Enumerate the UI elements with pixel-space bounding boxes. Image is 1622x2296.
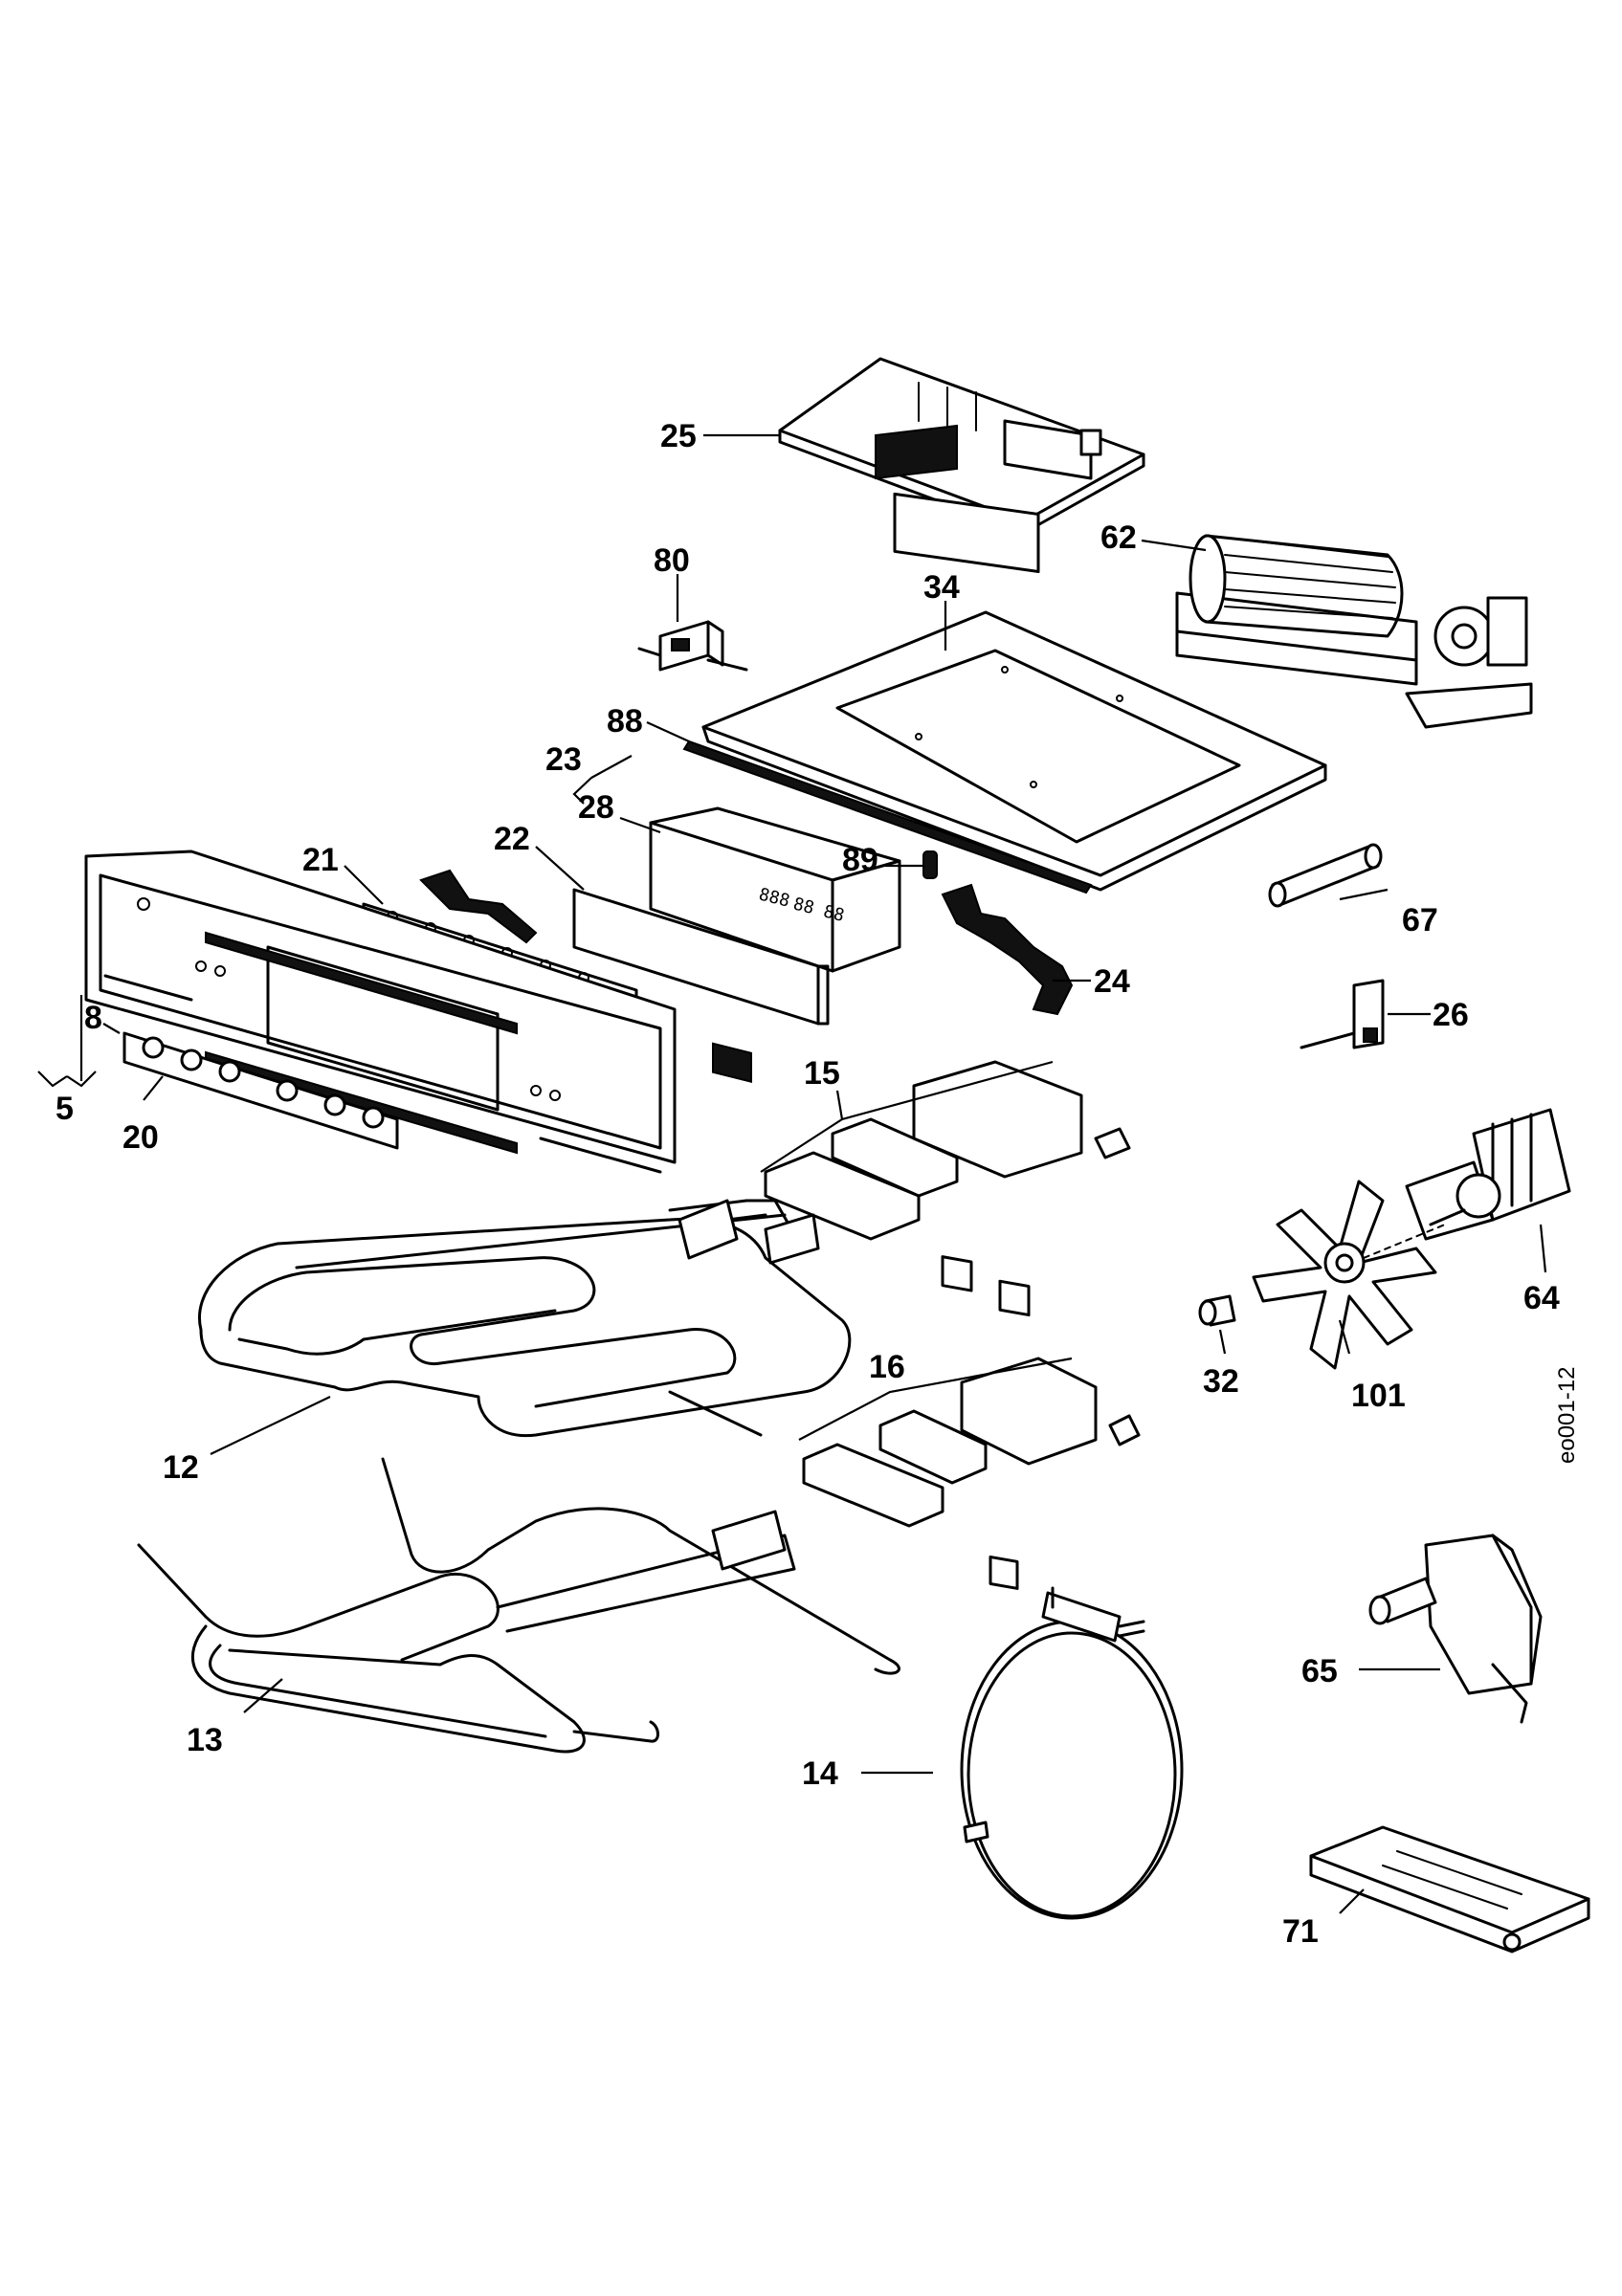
- part-32-cap: [1198, 1294, 1236, 1327]
- callout-88: 88: [607, 703, 643, 740]
- part-5-front-panel: [84, 850, 677, 1174]
- part-14-circular-element: [960, 1586, 1184, 1920]
- callout-80: 80: [654, 542, 690, 579]
- part-101-fan-blade: [1252, 1180, 1446, 1370]
- callout-25: 25: [660, 418, 697, 454]
- callout-62: 62: [1100, 519, 1137, 556]
- part-20-knob-board: [122, 1031, 399, 1150]
- part-88-seal-strip: [682, 740, 1093, 894]
- part-12-grill-element: [198, 1199, 852, 1438]
- callout-8: 8: [84, 1000, 102, 1036]
- callout-65: 65: [1301, 1653, 1338, 1689]
- leader-lines: [37, 433, 1547, 1914]
- callout-22: 22: [494, 821, 530, 857]
- part-25-control-board: [778, 357, 1145, 574]
- part-24-ribbon-cable: [941, 883, 1074, 1016]
- callout-32: 32: [1203, 1363, 1239, 1400]
- callout-23: 23: [545, 741, 582, 778]
- callout-labels: 25 62 80 34 88 23 28 21 22 89 67 24 26 8…: [56, 418, 1560, 1950]
- callout-21: 21: [302, 842, 339, 878]
- callout-14: 14: [802, 1755, 838, 1792]
- part-67-tube: [1268, 843, 1383, 908]
- callout-34: 34: [923, 569, 960, 606]
- panel-seal-strips: [205, 931, 518, 1155]
- callout-28: 28: [578, 789, 614, 826]
- callout-5: 5: [56, 1091, 74, 1127]
- callout-67: 67: [1402, 902, 1438, 938]
- callout-20: 20: [122, 1119, 159, 1156]
- callout-24: 24: [1094, 963, 1130, 1000]
- callout-101: 101: [1351, 1378, 1406, 1414]
- callout-12: 12: [163, 1449, 199, 1486]
- part-12-terminal-block: [678, 1199, 820, 1265]
- part-64-fan-motor: [1405, 1108, 1571, 1241]
- part-89-spring: [922, 850, 938, 879]
- callout-13: 13: [187, 1722, 223, 1758]
- part-28-display-module: 888 88 88: [649, 806, 901, 1083]
- part-34-top-cover: [701, 610, 1327, 892]
- part-13-bottom-element: [137, 1457, 900, 1754]
- part-16-connector-set: [802, 1357, 1141, 1590]
- part-65-timer: [1368, 1534, 1543, 1724]
- callout-15: 15: [804, 1055, 840, 1092]
- callout-64: 64: [1523, 1280, 1560, 1316]
- callout-16: 16: [869, 1349, 905, 1385]
- part-80-door-switch: [637, 620, 748, 672]
- part-26-bracket: [1300, 979, 1385, 1049]
- part-15-connector-set: [764, 1060, 1131, 1317]
- callout-26: 26: [1433, 997, 1469, 1033]
- callout-89: 89: [842, 842, 878, 878]
- part-22-display-glass: [572, 888, 830, 1026]
- part-62-tangential-fan: [1175, 534, 1533, 729]
- diagram-reference-code: eo001-12: [1554, 1367, 1580, 1464]
- part-71-plate: [1309, 1825, 1590, 1954]
- callout-71: 71: [1282, 1913, 1319, 1950]
